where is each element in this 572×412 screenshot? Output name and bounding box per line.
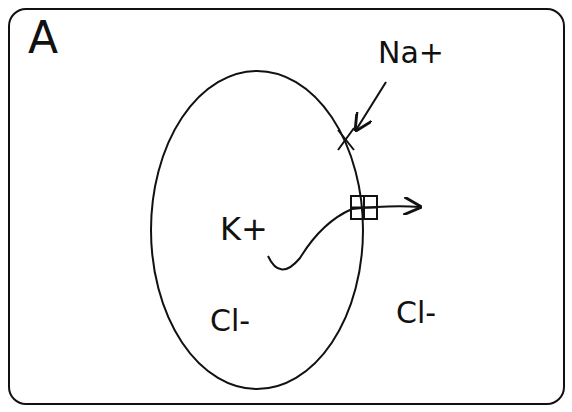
cell-outline: K+ Cl-	[150, 70, 364, 390]
region-box: A K+ Cl-	[8, 8, 565, 405]
cell-membrane-line	[151, 71, 363, 389]
ion-label: Cl-	[396, 296, 436, 329]
region-letter: A	[28, 14, 58, 62]
ion-label: Na+	[378, 36, 444, 69]
potassium-efflux-arrow	[268, 206, 420, 269]
sodium-arrow	[356, 82, 386, 130]
ion-label: K+	[220, 212, 268, 247]
ion-label: Cl-	[210, 304, 250, 337]
